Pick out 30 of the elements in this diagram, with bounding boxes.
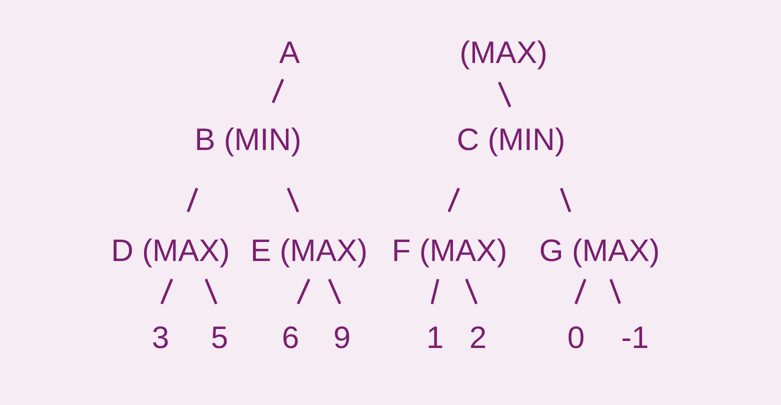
node-label: A bbox=[279, 42, 300, 63]
node-label: C (MIN) bbox=[458, 128, 564, 156]
node-label: D (MAX) bbox=[114, 238, 228, 268]
leaf-value: 1 bbox=[428, 326, 442, 348]
branch-line bbox=[560, 188, 572, 212]
leaf-value: 6 bbox=[283, 326, 298, 348]
branch-line bbox=[296, 278, 310, 304]
branch-line bbox=[328, 278, 342, 304]
leaf-value: 5 bbox=[212, 326, 227, 348]
node-label: B (MIN) bbox=[197, 128, 300, 156]
branch-line bbox=[430, 278, 440, 304]
branch-line bbox=[272, 78, 284, 104]
branch-line bbox=[498, 82, 512, 108]
branch-line bbox=[286, 188, 300, 212]
node-label: F (MAX) bbox=[394, 238, 506, 268]
node-label: (MAX) bbox=[462, 40, 546, 70]
node-label: E (MAX) bbox=[253, 238, 366, 268]
branch-line bbox=[448, 188, 460, 212]
branch-line bbox=[610, 278, 621, 304]
node-label: G (MAX) bbox=[540, 238, 658, 268]
leaf-value: -1 bbox=[622, 326, 648, 348]
leaf-value: 2 bbox=[470, 326, 486, 348]
branch-line bbox=[574, 278, 586, 304]
leaf-value: 0 bbox=[568, 326, 584, 348]
branch-line bbox=[186, 188, 198, 212]
leaf-value: 9 bbox=[334, 326, 350, 348]
branch-line bbox=[204, 278, 218, 304]
leaf-value: 3 bbox=[153, 326, 168, 348]
branch-line bbox=[160, 278, 174, 304]
branch-line bbox=[465, 278, 478, 304]
